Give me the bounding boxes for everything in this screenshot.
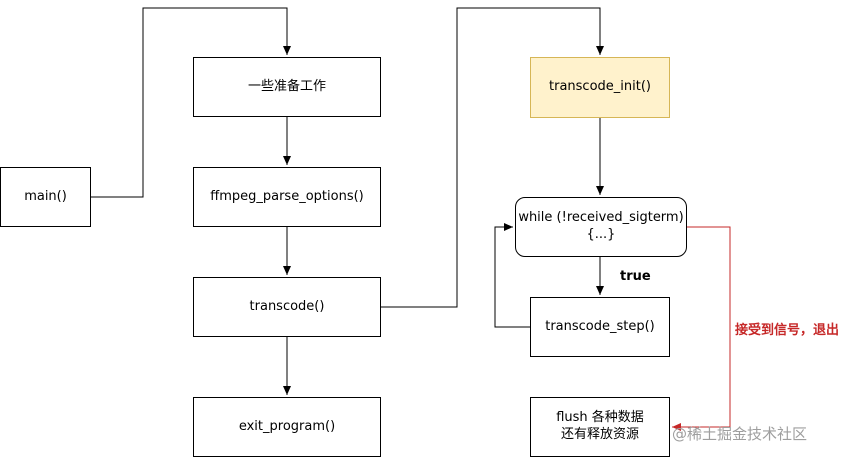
prep-label: 一些准备工作 [247, 78, 326, 94]
transcode-label: transcode() [249, 298, 325, 314]
transcode-step-label: transcode_step() [545, 318, 655, 334]
flush-line2-label: 还有释放资源 [560, 427, 639, 442]
main-label: main() [24, 188, 67, 204]
while-condition-label: while (!received_sigterm) [518, 210, 684, 226]
exit-program-node: exit_program() [193, 397, 381, 457]
prep-node: 一些准备工作 [193, 57, 381, 117]
parse-options-node: ffmpeg_parse_options() [193, 167, 381, 227]
transcode-init-label: transcode_init() [549, 79, 651, 95]
edge-transcode-to-init [381, 7, 604, 308]
edge-while-to-flush [672, 226, 731, 431]
flush-node: flush 各种数据 还有释放资源 [530, 397, 670, 457]
while-body-label: {...} [586, 227, 616, 242]
edge-main-to-prep [90, 7, 291, 198]
transcode-step-node: transcode_step() [530, 297, 670, 357]
signal-exit-label: 接受到信号，退出 [735, 323, 840, 338]
transcode-init-node: transcode_init() [530, 57, 670, 118]
flush-line1-label: flush 各种数据 [556, 410, 644, 426]
edge-step-loop-back [494, 223, 530, 328]
while-loop-node: while (!received_sigterm) {...} [515, 197, 687, 257]
watermark: @稀土掘金技术社区 [672, 425, 808, 443]
true-edge-label: true [620, 269, 651, 284]
main-node: main() [0, 167, 91, 227]
exit-program-label: exit_program() [238, 418, 336, 434]
transcode-node: transcode() [193, 277, 381, 337]
parse-options-label: ffmpeg_parse_options() [210, 188, 364, 204]
